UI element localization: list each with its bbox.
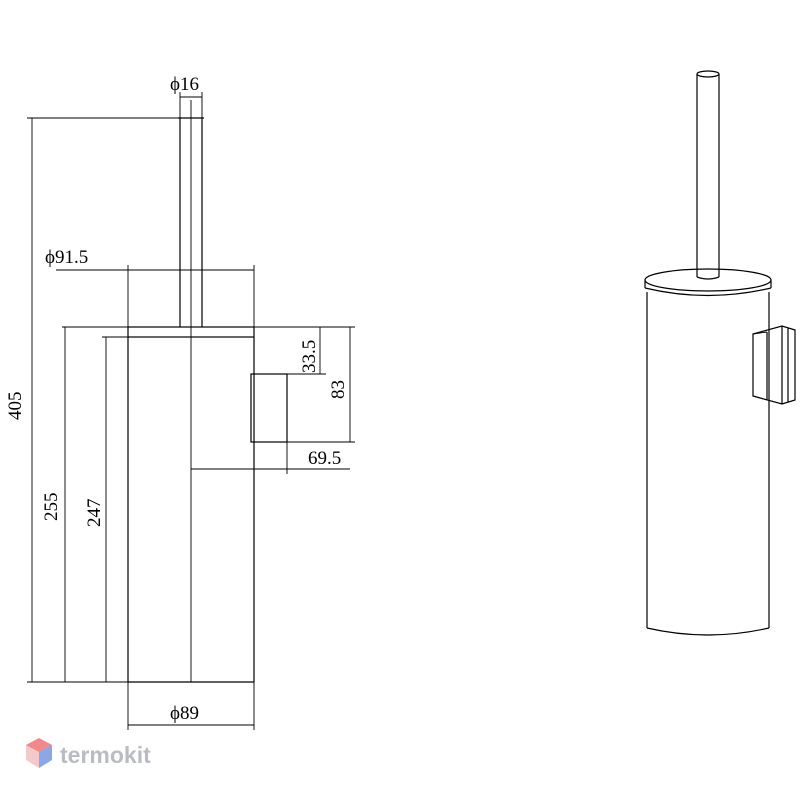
perspective-view [644, 70, 796, 636]
wall-bracket [250, 373, 288, 443]
bracket-height-label: 83 [328, 380, 349, 399]
wall-distance-label: 69.5 [308, 448, 341, 469]
front-view [127, 100, 288, 683]
perspective-body [646, 292, 770, 636]
bracket-offset-label: 33.5 [299, 340, 320, 373]
total-height-label: 405 [5, 392, 26, 421]
body-diameter-label: ϕ89 [170, 703, 199, 724]
perspective-bracket [752, 325, 796, 405]
lid-diameter-label: ϕ91.5 [45, 247, 88, 268]
rod-diameter-label: ϕ16 [170, 74, 199, 95]
dimension-labels: ϕ16 ϕ91.5 ϕ89 69.5 405 255 247 33.5 83 [5, 74, 349, 724]
body-height-label: 255 [41, 493, 62, 522]
perspective-lid [644, 268, 772, 297]
termokit-watermark: termokit [26, 738, 151, 768]
perspective-rod [696, 70, 720, 280]
watermark-text: termokit [60, 742, 151, 768]
dimension-lines [27, 92, 355, 730]
inner-height-label: 247 [84, 499, 105, 528]
termokit-logo-icon [26, 738, 52, 768]
